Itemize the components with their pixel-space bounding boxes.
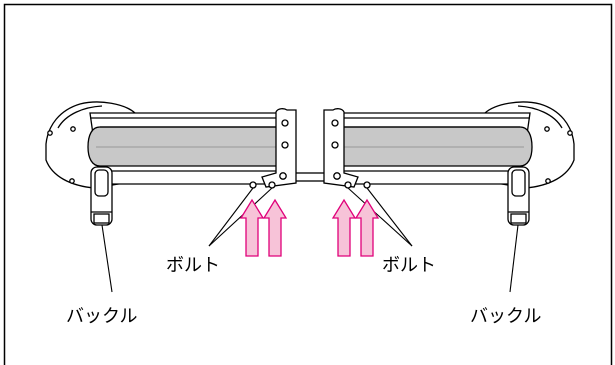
arrow-up-icon	[354, 198, 380, 257]
arrow-up-icon	[239, 198, 265, 257]
arrow-up-icon	[262, 198, 288, 257]
leader-bolt-right-1	[347, 187, 413, 247]
bolt-label-right: ボルト	[382, 255, 436, 276]
left-unit	[45, 101, 297, 226]
center-bar	[294, 172, 326, 182]
bolt-label-left: ボルト	[166, 255, 220, 276]
leader-lines	[101, 187, 519, 293]
left-bolt-1	[249, 181, 257, 189]
diagram-frame	[3, 3, 613, 365]
left-bracket	[261, 108, 297, 188]
insert-arrows	[239, 198, 380, 257]
right-unit	[323, 101, 575, 226]
leader-buckle-right	[509, 224, 519, 293]
leader-bolt-left-1	[208, 187, 254, 247]
leader-buckle-left	[101, 224, 113, 293]
leader-bolt-right-2	[366, 187, 413, 247]
buckle-label-right: バックル	[470, 306, 541, 327]
buckle-label-left: バックル	[66, 306, 137, 327]
left-tube	[87, 126, 288, 167]
left-bolt-2	[268, 181, 276, 189]
leader-bolt-left-2	[208, 187, 273, 247]
arrow-up-icon	[331, 198, 357, 257]
left-buckle	[90, 166, 113, 226]
